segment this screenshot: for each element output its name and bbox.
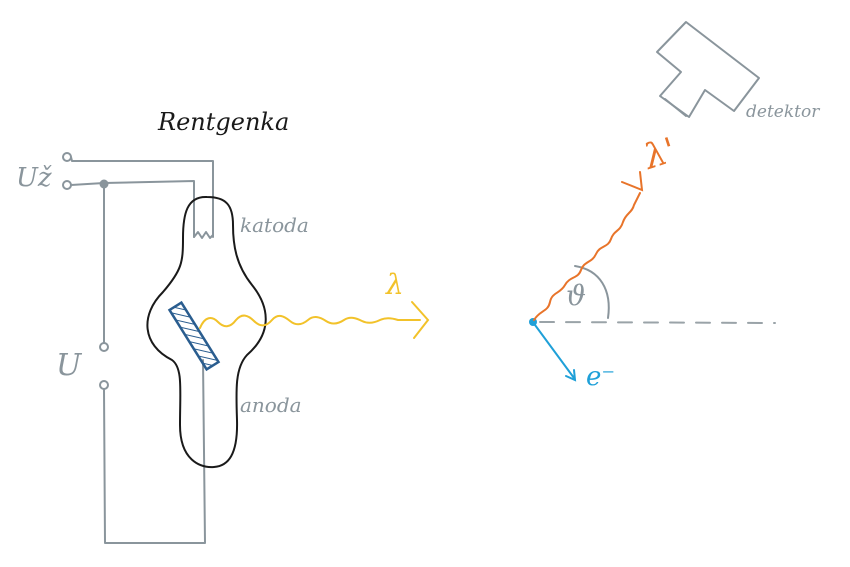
scattering-angle-label: ϑ [566, 279, 586, 312]
scattered-wavelength-label: λ' [637, 130, 681, 178]
electron-arrow [534, 324, 577, 382]
heater-terminal-bottom [62, 180, 72, 190]
scattered-photon-arrowhead [621, 171, 644, 192]
detector-aperture [664, 98, 687, 117]
incident-photon-wave [199, 314, 421, 329]
cathode-label: katoda [240, 213, 309, 237]
detector-label: detektor [746, 102, 820, 122]
scattered-photon-wave [533, 192, 641, 321]
reference-dashed-line [539, 321, 776, 324]
anode-label: anoda [240, 393, 302, 417]
voltage-terminal-bottom [99, 380, 109, 390]
xray-tube [146, 195, 267, 469]
voltage-wire-lower [103, 359, 206, 544]
heater-wire-bottom [70, 180, 195, 238]
anode-target [167, 300, 221, 372]
title-label: Rentgenka [157, 108, 289, 136]
filament [193, 231, 214, 239]
heater-wire-top [70, 156, 214, 238]
heater-voltage-label: Už [16, 163, 52, 193]
incident-wavelength-label: λ [385, 268, 404, 301]
tube-voltage-label: U [56, 348, 83, 383]
electron-label: e⁻ [586, 362, 615, 392]
incident-photon-arrowhead [411, 301, 430, 339]
detector-body [656, 21, 760, 118]
heater-terminal-top [62, 152, 72, 162]
voltage-terminal-top [99, 342, 109, 352]
circuit-wires [62, 152, 214, 544]
